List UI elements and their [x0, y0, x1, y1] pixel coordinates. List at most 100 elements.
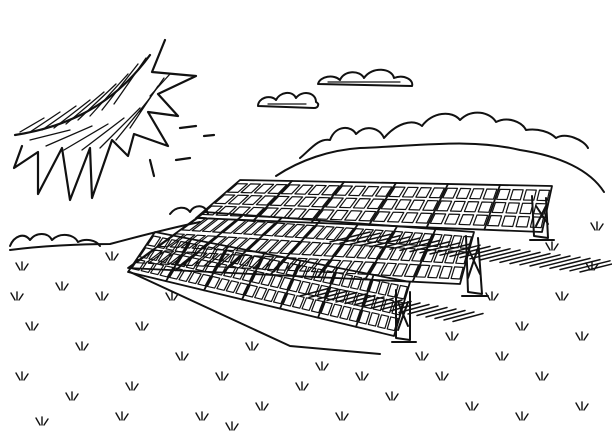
solar-cell: [217, 254, 241, 268]
stand-back: [529, 195, 555, 241]
solar-module: [241, 252, 299, 305]
solar-cell: [536, 189, 551, 202]
solar-cell: [197, 273, 212, 287]
solar-cell: [401, 212, 419, 224]
solar-cell: [449, 235, 463, 249]
solar-cell: [182, 252, 208, 267]
grass-tuft: [545, 241, 559, 251]
solar-cell: [253, 183, 275, 194]
module-divider: [269, 219, 322, 276]
solar-cell: [344, 290, 357, 305]
solar-cell: [269, 274, 283, 289]
grass-tuft: [175, 351, 189, 361]
solar-cell: [167, 253, 181, 266]
shadow-stroke: [344, 294, 376, 305]
solar-cell: [378, 246, 395, 260]
shadow-stroke: [569, 260, 611, 272]
grass-tuft: [315, 361, 329, 371]
solar-cell: [401, 186, 419, 198]
grass-tuft: [15, 261, 29, 271]
module-divider: [241, 252, 266, 301]
solar-cell: [213, 263, 228, 276]
solar-cell: [176, 255, 191, 268]
solar-cell: [411, 248, 426, 262]
solar-cell: [356, 228, 374, 243]
solar-cell: [285, 262, 299, 277]
solar-cell: [505, 202, 521, 214]
solar-cell: [339, 197, 358, 209]
solar-cell: [387, 230, 404, 245]
solar-cell: [169, 267, 183, 280]
cloud-left: [257, 92, 320, 109]
solar-cell: [325, 197, 344, 208]
solar-cell: [340, 273, 354, 288]
solar-cell: [180, 234, 206, 249]
solar-cell: [354, 292, 367, 307]
grass-tuft: [485, 291, 499, 301]
solar-cell: [367, 312, 380, 327]
solar-cell: [372, 296, 385, 312]
solar-cell: [239, 253, 253, 267]
solar-module: [317, 266, 372, 323]
module-divider: [310, 181, 345, 224]
ground-hatching: [299, 231, 612, 323]
solar-cell: [397, 231, 414, 245]
solar-cell: [458, 214, 475, 226]
module-divider: [368, 182, 397, 226]
solar-cell: [325, 226, 345, 241]
solar-cell: [263, 222, 286, 237]
solar-cell: [322, 270, 335, 284]
shadow-stroke: [379, 237, 421, 249]
solar-cell: [433, 249, 447, 264]
solar-cell: [377, 314, 390, 329]
solar-cell: [263, 288, 277, 303]
solar-cell: [235, 237, 259, 252]
solar-cell: [428, 233, 443, 248]
grass-tuft: [465, 401, 479, 411]
solar-cell: [201, 218, 227, 233]
solar-cell: [400, 247, 416, 262]
solar-cell: [367, 229, 384, 243]
solar-module: [483, 184, 551, 231]
grass-tuft: [10, 291, 24, 301]
solar-cell: [335, 288, 348, 303]
shadow-stroke: [579, 263, 612, 273]
cloud-right: [317, 68, 414, 87]
solar-module: [364, 225, 433, 281]
solar-cell: [244, 284, 258, 298]
solar-cell: [150, 263, 165, 276]
solar-cell: [396, 284, 408, 300]
solar-cell: [372, 211, 391, 223]
grass-tuft: [515, 321, 529, 331]
solar-cell: [418, 232, 433, 247]
solar-cell: [438, 265, 453, 279]
solar-cell: [323, 243, 343, 257]
solar-cell: [429, 213, 447, 225]
solar-cell: [326, 286, 339, 301]
solar-cell: [284, 223, 306, 238]
solar-cell: [415, 187, 432, 198]
solar-module: [131, 235, 189, 278]
solar-cell: [310, 258, 330, 273]
solar-cell: [496, 188, 511, 201]
solar-cell: [269, 195, 290, 207]
solar-cell: [225, 280, 240, 294]
shadow-stroke: [434, 309, 466, 320]
solar-cell: [408, 199, 426, 211]
shadow-stroke: [479, 249, 521, 261]
solar-module: [203, 245, 262, 296]
solar-cell: [268, 239, 290, 254]
ridge-right: [275, 142, 605, 193]
shadow-stroke: [369, 236, 411, 248]
solar-cell: [422, 249, 437, 263]
solar-cell: [444, 213, 461, 225]
sun-hatching: [19, 57, 171, 151]
solar-cell: [240, 255, 264, 269]
grass-tuft: [105, 251, 119, 261]
solar-cell: [146, 235, 162, 247]
grass-tuft: [25, 321, 39, 331]
solar-cell: [350, 275, 363, 290]
module-divider: [425, 183, 449, 229]
solar-cell: [501, 215, 517, 228]
